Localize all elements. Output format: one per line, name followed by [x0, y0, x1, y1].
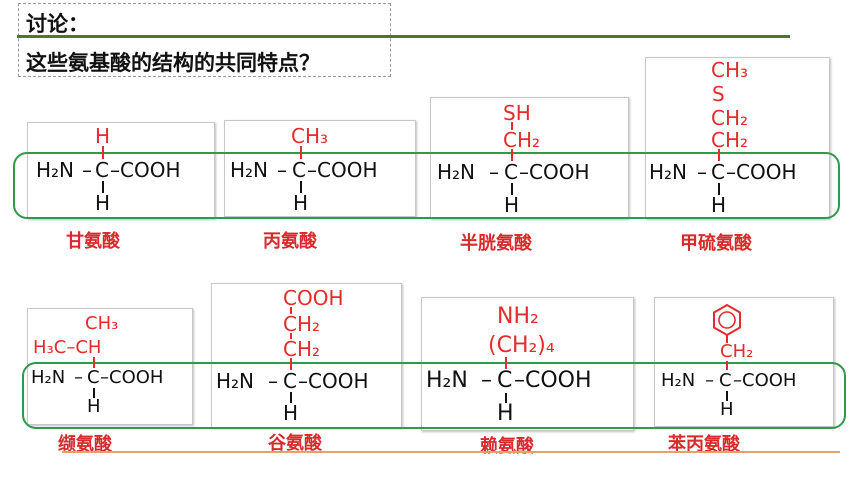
alpha-hydrogen: H — [504, 193, 520, 217]
alpha-hydrogen: H — [293, 191, 309, 215]
amino-acid-name-glycine: 甘氨酸 — [66, 231, 120, 252]
discussion-title: 讨论： — [26, 12, 89, 36]
alpha-hydrogen: H — [87, 396, 101, 417]
side-chain-bond — [102, 146, 104, 159]
carboxyl-group: –COOH — [733, 370, 797, 391]
side-chain-bond — [718, 149, 720, 161]
side-chain-h: H — [95, 124, 111, 148]
side-chain-cooh: COOH — [283, 286, 344, 310]
bond: – — [74, 367, 83, 388]
side-chain-ch3: CH₃ — [711, 58, 749, 82]
bond: – — [481, 368, 492, 393]
carboxyl-group: –COOH — [726, 160, 797, 184]
amino-group: H₂N — [36, 158, 75, 182]
carboxyl-group: –COOH — [514, 368, 592, 393]
carboxyl-group: –COOH — [110, 158, 181, 182]
amino-group: H₂N — [437, 160, 476, 184]
alpha-hydrogen: H — [283, 401, 299, 425]
backbone-bond — [290, 392, 292, 403]
amino-acid-name-lysine: 赖氨酸 — [480, 436, 534, 457]
side-chain-ch2: CH₂ — [283, 312, 321, 336]
bond: – — [705, 370, 714, 391]
structure-card-methionine — [645, 57, 830, 219]
side-chain-ch2: CH₂ — [711, 128, 749, 152]
side-chain-bond — [505, 357, 507, 369]
alpha-hydrogen: H — [720, 399, 734, 420]
alpha-hydrogen: H — [497, 401, 514, 426]
backbone-bond — [718, 183, 720, 195]
side-chain-nh2: NH₂ — [497, 304, 539, 329]
structure-card-glutamate — [211, 283, 402, 428]
side-chain-ch2-4: (CH₂)₄ — [488, 333, 555, 358]
side-chain-bond — [300, 146, 302, 159]
side-chain-ch2: CH₂ — [711, 106, 749, 130]
amino-group: H₂N — [31, 367, 66, 388]
side-chain-bond — [93, 357, 95, 368]
backbone-bond — [102, 181, 104, 193]
side-chain-bond — [726, 335, 728, 343]
backbone-bond — [505, 393, 507, 403]
amino-group: H₂N — [661, 370, 696, 391]
side-chain-s: S — [712, 82, 725, 106]
bond: – — [697, 160, 707, 184]
question-box — [18, 3, 391, 77]
backbone-bond — [726, 391, 728, 401]
backbone-bond — [511, 183, 513, 195]
common-structure-frame-row1 — [13, 152, 840, 219]
amino-acid-name-valine: 缬氨酸 — [58, 434, 112, 455]
alpha-carbon: C — [711, 160, 725, 184]
alpha-carbon: C — [292, 158, 306, 182]
side-chain-bond — [726, 361, 728, 370]
bond: – — [277, 158, 287, 182]
side-chain-bond — [290, 333, 292, 339]
alpha-hydrogen: H — [95, 191, 111, 215]
amino-acid-name-cysteine: 半胱氨酸 — [460, 233, 532, 254]
amino-acid-name-alanine: 丙氨酸 — [263, 231, 317, 252]
side-chain-ch2: CH₂ — [283, 337, 321, 361]
backbone-bond — [93, 388, 95, 398]
alpha-hydrogen: H — [711, 193, 727, 217]
side-chain-h3c-ch: H₃C–CH — [33, 337, 102, 358]
side-chain-ch3: CH₃ — [291, 124, 329, 148]
side-chain-bond — [290, 307, 292, 314]
bond: – — [82, 158, 92, 182]
alpha-carbon: C — [87, 367, 100, 388]
alpha-carbon: C — [95, 158, 109, 182]
side-chain-ch2: CH₂ — [720, 341, 754, 362]
amino-group: H₂N — [426, 368, 468, 393]
alpha-carbon: C — [497, 368, 513, 393]
discussion-question: 这些氨基酸的结构的共同特点？ — [26, 51, 320, 75]
side-chain-bond — [511, 149, 513, 161]
side-chain-sh: SH — [503, 101, 531, 125]
alpha-carbon: C — [719, 370, 732, 391]
side-chain-ch2: CH₂ — [503, 128, 541, 152]
amino-group: H₂N — [216, 369, 255, 393]
amino-acid-name-glutamate: 谷氨酸 — [268, 433, 322, 454]
amino-group: H₂N — [230, 158, 269, 182]
bond: – — [268, 369, 278, 393]
side-chain-ch3: CH₃ — [85, 313, 119, 334]
alpha-carbon: C — [283, 369, 297, 393]
carboxyl-group: –COOH — [100, 367, 164, 388]
structure-card-alanine — [224, 120, 416, 217]
structure-card-lysine — [421, 297, 634, 431]
side-chain-bond — [511, 122, 513, 130]
backbone-bond — [300, 181, 302, 193]
carboxyl-group: –COOH — [519, 160, 590, 184]
amino-acid-name-methionine: 甲硫氨酸 — [680, 233, 752, 254]
amino-group: H₂N — [649, 160, 688, 184]
side-chain-bond — [290, 358, 292, 370]
bottom-rule — [62, 451, 840, 453]
bond: – — [489, 160, 499, 184]
carboxyl-group: –COOH — [307, 158, 378, 182]
benzene-ring-icon — [713, 303, 741, 337]
alpha-carbon: C — [504, 160, 518, 184]
title-rule — [17, 35, 790, 38]
amino-acid-name-phenylalanine: 苯丙氨酸 — [668, 434, 740, 455]
common-structure-frame-row2 — [22, 362, 846, 429]
carboxyl-group: –COOH — [298, 369, 369, 393]
